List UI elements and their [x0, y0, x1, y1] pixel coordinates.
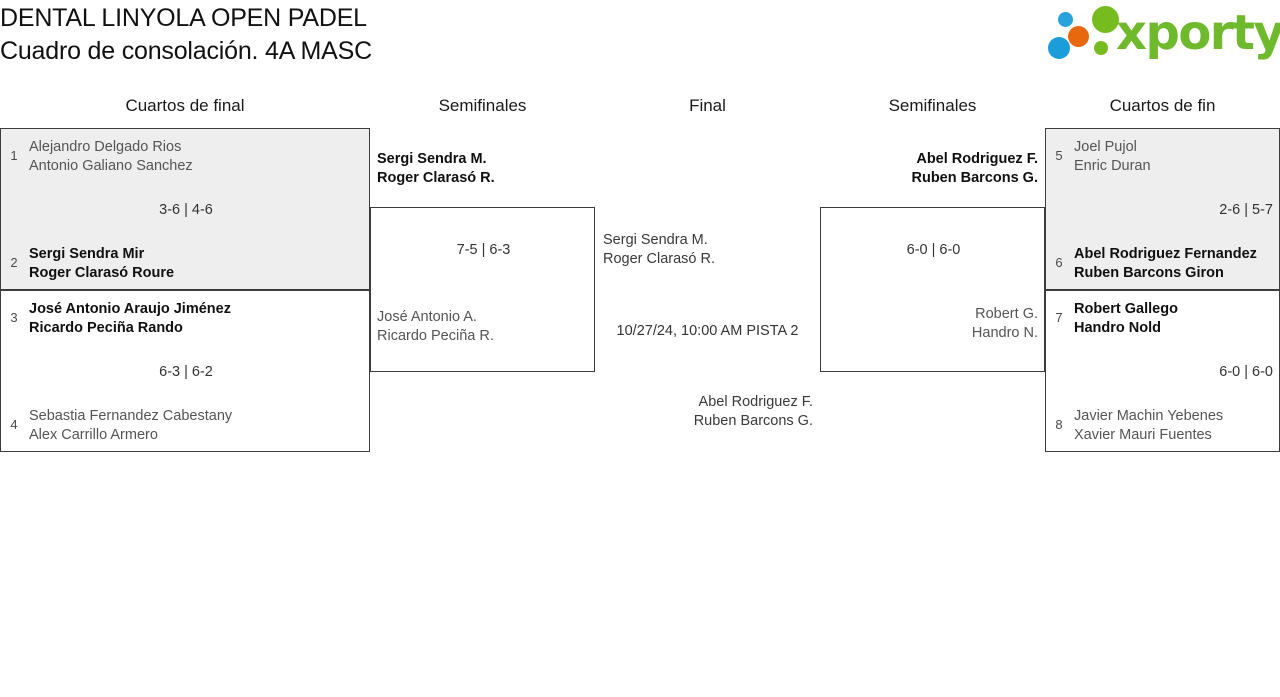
logo-dot-green-small — [1094, 41, 1108, 55]
page-header: DENTAL LINYOLA OPEN PADEL Cuadro de cons… — [0, 0, 1280, 92]
player-name-1: Sebastia Fernandez Cabestany — [29, 408, 233, 424]
seed-number: 5 — [1055, 148, 1063, 164]
team-names: Abel Rodriguez F. Ruben Barcons G. — [694, 393, 813, 430]
logo-dot-orange — [1068, 26, 1089, 47]
team-names: Alejandro Delgado Rios Antonio Galiano S… — [29, 138, 193, 175]
player-name-1: Joel Pujol — [1074, 139, 1137, 155]
team-seed-4[interactable]: 4 Sebastia Fernandez Cabestany Alex Carr… — [8, 407, 232, 444]
team-seed-6[interactable]: 6 Abel Rodriguez Fernandez Ruben Barcons… — [1053, 245, 1257, 282]
team-names: Sergi Sendra M. Roger Clarasó R. — [603, 231, 715, 268]
seed-number: 7 — [1055, 310, 1063, 326]
logo-dot-blue-small — [1058, 12, 1073, 27]
seed-number: 6 — [1055, 255, 1063, 271]
match-semifinal-right[interactable]: 6-0 | 6-0 — [820, 207, 1045, 372]
player-name-1: Abel Rodriguez F. — [916, 151, 1038, 167]
player-name-2: Antonio Galiano Sanchez — [29, 157, 193, 174]
player-name-1: Abel Rodriguez F. — [698, 394, 813, 410]
team-seed-1[interactable]: 1 Alejandro Delgado Rios Antonio Galiano… — [8, 138, 193, 175]
round-header-final: Final — [689, 96, 726, 115]
team-names: Sebastia Fernandez Cabestany Alex Carril… — [29, 407, 232, 444]
match-score: 6-3 | 6-2 — [159, 364, 213, 380]
draw-subtitle: Cuadro de consolación. 4A MASC — [0, 37, 372, 65]
match-quarterfinal-left-1[interactable]: 1 Alejandro Delgado Rios Antonio Galiano… — [0, 128, 370, 290]
round-header-semifinals-left: Semifinales — [438, 96, 527, 115]
xporty-logo[interactable]: xporty — [1046, 4, 1280, 62]
team-names: Sergi Sendra Mir Roger Clarasó Roure — [29, 245, 174, 282]
team-names: Abel Rodriguez Fernandez Ruben Barcons G… — [1074, 245, 1257, 282]
seed-number: 2 — [10, 255, 18, 271]
seed-number: 8 — [1055, 417, 1063, 433]
seed-number: 3 — [10, 310, 18, 326]
team-names: Sergi Sendra M. Roger Clarasó R. — [377, 150, 495, 187]
tournament-name: DENTAL LINYOLA OPEN PADEL — [0, 4, 367, 32]
round-header-quarterfinals-right: Cuartos de fin — [1109, 96, 1216, 115]
team-seed-3[interactable]: 3 José Antonio Araujo Jiménez Ricardo Pe… — [8, 300, 231, 337]
match-score: 2-6 | 5-7 — [1219, 202, 1273, 218]
match-score: 6-0 | 6-0 — [906, 242, 961, 258]
round-header-quarterfinals-left: Cuartos de final — [125, 96, 245, 115]
final-match-info: 10/27/24, 10:00 AM PISTA 2 — [616, 323, 799, 339]
match-score: 3-6 | 4-6 — [159, 202, 213, 218]
player-name-1: Alejandro Delgado Rios — [29, 139, 182, 155]
match-score: 7-5 | 6-3 — [456, 242, 511, 258]
logo-dot-green-large — [1092, 6, 1119, 33]
player-name-1: Robert G. — [975, 306, 1038, 322]
player-name-2: Handro N. — [971, 324, 1038, 341]
player-name-2: Ricardo Peciña R. — [377, 327, 494, 344]
player-name-1: José Antonio A. — [377, 309, 477, 325]
team-names: Abel Rodriguez F. Ruben Barcons G. — [912, 150, 1039, 187]
match-quarterfinal-left-2[interactable]: 3 José Antonio Araujo Jiménez Ricardo Pe… — [0, 290, 370, 452]
team-names: Joel Pujol Enric Duran — [1074, 138, 1151, 175]
player-name-1: Robert Gallego — [1074, 301, 1178, 317]
match-quarterfinal-right-2[interactable]: 7 Robert Gallego Handro Nold 6-0 | 6-0 8… — [1045, 290, 1280, 452]
team-seed-8[interactable]: 8 Javier Machin Yebenes Xavier Mauri Fue… — [1053, 407, 1223, 444]
player-name-2: Handro Nold — [1074, 319, 1161, 336]
semifinal-right-team-top[interactable]: Abel Rodriguez F. Ruben Barcons G. — [820, 150, 1039, 187]
round-header-semifinals-right: Semifinales — [888, 96, 977, 115]
match-score: 6-0 | 6-0 — [1219, 364, 1273, 380]
logo-dot-blue-large — [1048, 37, 1070, 59]
player-name-1: José Antonio Araujo Jiménez — [29, 301, 231, 317]
semifinal-left-team-bottom[interactable]: José Antonio A. Ricardo Peciña R. — [377, 308, 494, 345]
team-names: Javier Machin Yebenes Xavier Mauri Fuent… — [1074, 407, 1223, 444]
player-name-2: Roger Clarasó Roure — [29, 264, 175, 281]
team-names: José Antonio Araujo Jiménez Ricardo Peci… — [29, 300, 231, 337]
player-name-2: Roger Clarasó R. — [603, 250, 716, 267]
final-team-bottom[interactable]: Abel Rodriguez F. Ruben Barcons G. — [595, 393, 813, 430]
player-name-2: Ruben Barcons Giron — [1074, 264, 1224, 281]
team-seed-2[interactable]: 2 Sergi Sendra Mir Roger Clarasó Roure — [8, 245, 174, 282]
player-name-1: Abel Rodriguez Fernandez — [1074, 246, 1257, 262]
final-team-top[interactable]: Sergi Sendra M. Roger Clarasó R. — [603, 231, 715, 268]
player-name-2: Ruben Barcons G. — [911, 169, 1039, 186]
player-name-1: Javier Machin Yebenes — [1074, 408, 1224, 424]
team-names: Robert G. Handro N. — [972, 305, 1038, 342]
player-name-1: Sergi Sendra M. — [377, 151, 487, 167]
tournament-title: DENTAL LINYOLA OPEN PADEL Cuadro de cons… — [0, 2, 372, 68]
player-name-2: Ricardo Peciña Rando — [29, 319, 183, 336]
team-names: Robert Gallego Handro Nold — [1074, 300, 1178, 337]
player-name-1: Sergi Sendra Mir — [29, 246, 145, 262]
semifinal-right-team-bottom[interactable]: Robert G. Handro N. — [820, 305, 1038, 342]
player-name-2: Alex Carrillo Armero — [29, 426, 158, 443]
match-semifinal-left[interactable]: 7-5 | 6-3 — [370, 207, 595, 372]
player-name-2: Xavier Mauri Fuentes — [1074, 426, 1212, 443]
player-name-1: Sergi Sendra M. — [603, 232, 708, 248]
team-names: José Antonio A. Ricardo Peciña R. — [377, 308, 494, 345]
player-name-2: Roger Clarasó R. — [377, 169, 495, 186]
player-name-2: Ruben Barcons G. — [693, 412, 813, 429]
seed-number: 4 — [10, 417, 18, 433]
semifinal-left-team-top[interactable]: Sergi Sendra M. Roger Clarasó R. — [377, 150, 495, 187]
team-seed-5[interactable]: 5 Joel Pujol Enric Duran — [1053, 138, 1151, 175]
team-seed-7[interactable]: 7 Robert Gallego Handro Nold — [1053, 300, 1178, 337]
seed-number: 1 — [10, 148, 18, 164]
match-quarterfinal-right-1[interactable]: 5 Joel Pujol Enric Duran 2-6 | 5-7 6 Abe… — [1045, 128, 1280, 290]
logo-wordmark: xporty — [1116, 5, 1280, 61]
player-name-2: Enric Duran — [1074, 157, 1151, 174]
